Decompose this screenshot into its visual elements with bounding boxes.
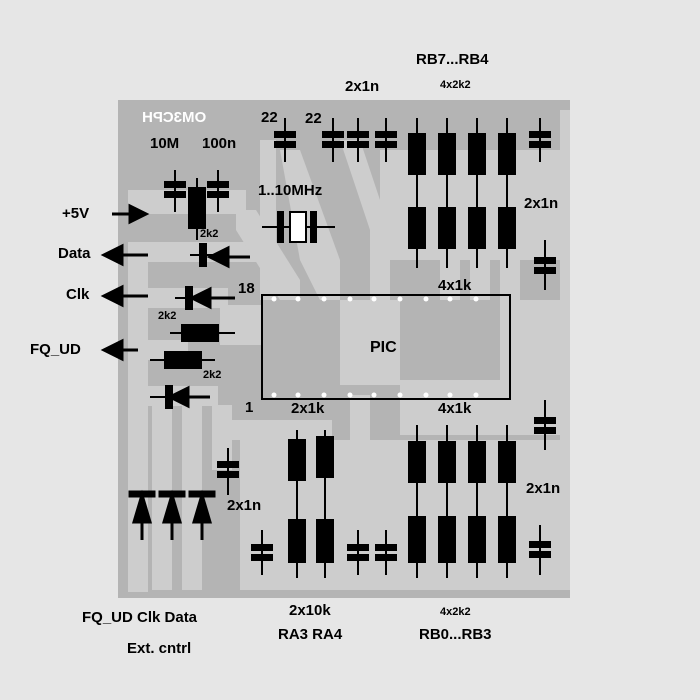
pin-18-label: 18	[238, 280, 255, 297]
ra-pins-label: RA3 RA4	[278, 626, 343, 643]
cap-22-left-label: 22	[261, 109, 278, 126]
clk-label: Clk	[66, 286, 90, 303]
ext-caption: Ext. cntrl	[127, 640, 192, 657]
res-4x1k-top-label: 4x1k	[438, 277, 472, 294]
rb7-rb4-label: RB7...RB4	[416, 51, 489, 68]
pin-1-label: 1	[245, 399, 254, 416]
ext-pins-label: FQ_UD Clk Data	[82, 609, 198, 626]
resistors-ra	[288, 430, 334, 578]
plus5v-label: +5V	[62, 205, 90, 222]
cap-2x1n-top-label: 2x1n	[345, 78, 380, 95]
resistors-top	[408, 118, 516, 268]
cap-2x1n-bottom-left-label: 2x1n	[227, 497, 262, 514]
signal-arrows	[100, 203, 250, 540]
pic-outline	[261, 294, 511, 400]
res-2k2-fq-a-label: 2k2	[158, 310, 177, 322]
fq-ud-label: FQ_UD	[30, 341, 81, 358]
oscillator-parts	[188, 178, 335, 243]
res-2k2-fq-b-label: 2k2	[203, 369, 222, 381]
pic-label: PIC	[370, 339, 397, 356]
res-2x1k-label: 2x1k	[291, 400, 325, 417]
cap-22-right-label: 22	[305, 110, 322, 127]
res-2x10k-label: 2x10k	[289, 602, 331, 619]
capacitors	[164, 118, 556, 575]
cap-2x1n-right-bottom-label: 2x1n	[526, 480, 561, 497]
res-4x2k2-top-label: 4x2k2	[440, 79, 471, 91]
res-10m-label: 10M	[150, 135, 180, 152]
ic-pads	[271, 296, 479, 398]
mirrored-board-label: OM3CPH	[142, 109, 207, 126]
res-4x2k2-bottom-label: 4x2k2	[440, 606, 471, 618]
cap-100n-label: 100n	[202, 135, 237, 152]
data-label: Data	[58, 245, 91, 262]
resistors-bottom	[408, 425, 516, 578]
cap-2x1n-right-top-label: 2x1n	[524, 195, 559, 212]
crystal-label: 1..10MHz	[258, 182, 323, 199]
rb0-rb3-label: RB0...RB3	[419, 626, 492, 643]
res-4x1k-bottom-label: 4x1k	[438, 400, 472, 417]
res-2k2-data-label: 2k2	[200, 228, 219, 240]
